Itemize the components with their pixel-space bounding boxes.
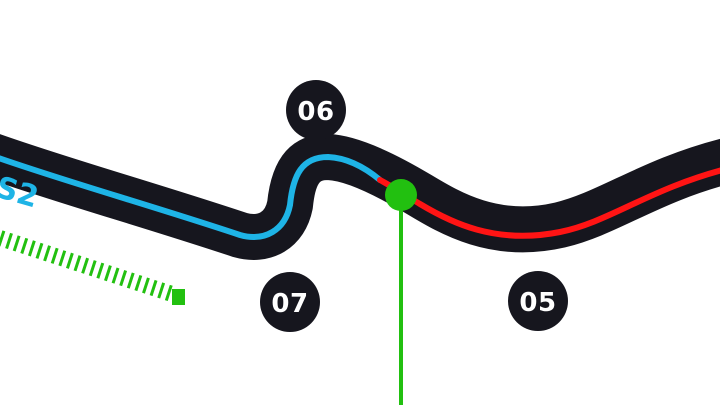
corner-07-label: 07	[271, 289, 308, 319]
corner-06-circle	[286, 80, 346, 140]
car-position-marker[interactable]	[385, 179, 417, 405]
corner-05-badge: 05	[508, 271, 568, 331]
corner-07-circle	[260, 272, 320, 332]
corner-06-label: 06	[297, 97, 334, 127]
corner-05-circle	[508, 271, 568, 331]
corner-05-label: 05	[519, 288, 556, 318]
corner-07-badge: 07	[260, 272, 320, 332]
green-dashed-zone	[0, 230, 185, 305]
green-dashed-zone-stripes	[0, 230, 175, 302]
corner-06-badge: 06	[286, 80, 346, 140]
sector-line-blue	[0, 153, 383, 240]
car-position-marker-dot[interactable]	[385, 179, 417, 211]
green-dashed-zone-end	[172, 289, 185, 305]
